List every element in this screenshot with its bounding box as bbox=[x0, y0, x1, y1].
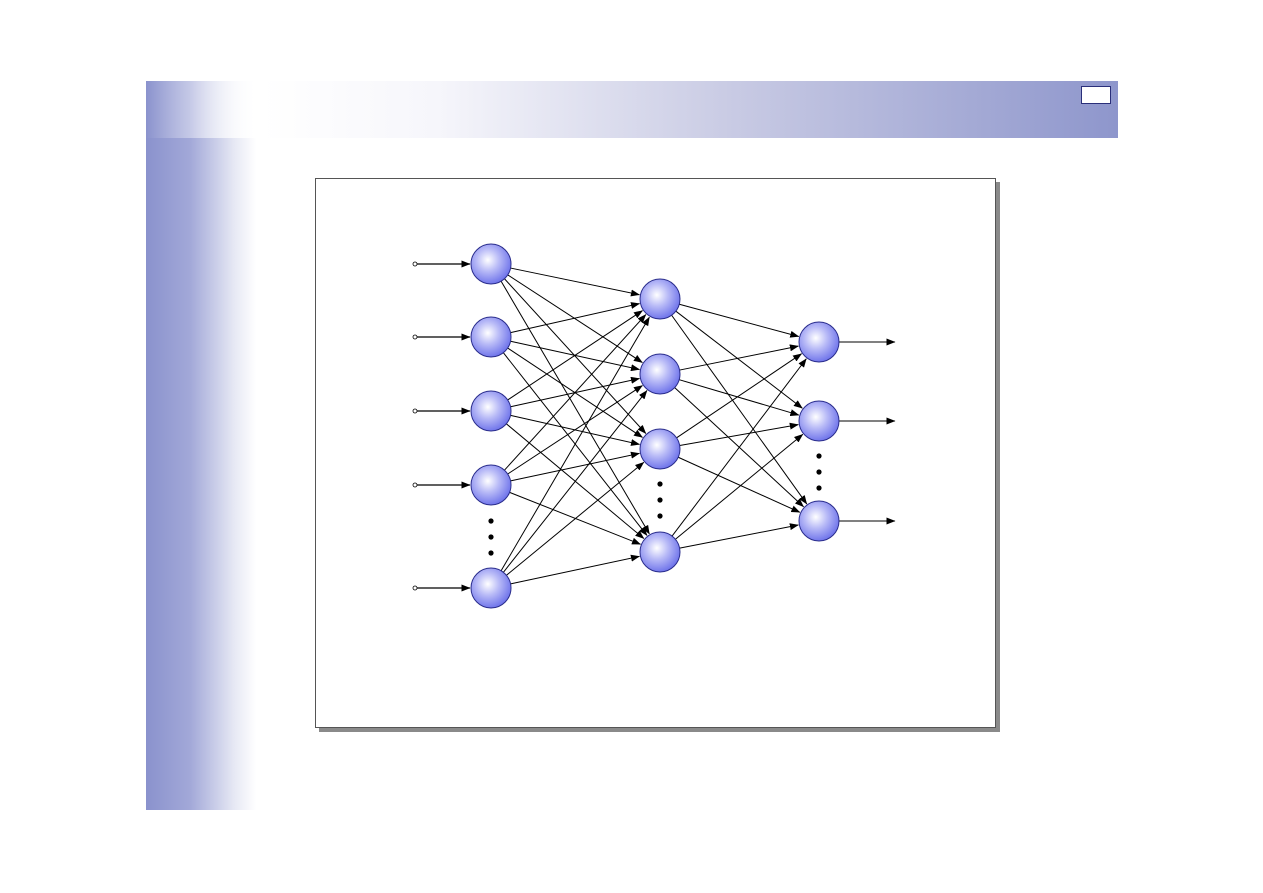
edge-input-hidden-4-3 bbox=[510, 554, 640, 585]
edge-input-hidden-0-1 bbox=[507, 274, 643, 363]
input-neuron-3 bbox=[470, 464, 512, 506]
edge-input-hidden-0-2 bbox=[504, 278, 647, 434]
edge-hidden-output-2-2 bbox=[678, 456, 801, 513]
top-gradient-band bbox=[146, 81, 1118, 138]
edge-input-hidden-3-2 bbox=[510, 451, 640, 482]
input-terminal-0 bbox=[412, 261, 418, 267]
hidden-ellipsis-dot-0 bbox=[657, 481, 663, 487]
hidden-neuron-3 bbox=[639, 531, 681, 573]
edge-input-hidden-4-1 bbox=[503, 390, 648, 573]
hidden-neuron-0 bbox=[639, 278, 681, 320]
edge-input-hidden-3-0 bbox=[504, 314, 647, 471]
hidden-ellipsis-dot-1 bbox=[657, 497, 663, 503]
hidden-neuron-2 bbox=[639, 428, 681, 470]
output-ellipsis-dot-1 bbox=[816, 469, 822, 475]
edge-input-hidden-4-0 bbox=[500, 316, 650, 571]
output-neuron-2 bbox=[798, 500, 840, 542]
neurons bbox=[470, 243, 840, 609]
edge-hidden-output-0-2 bbox=[671, 314, 808, 505]
edge-input-hidden-2-0 bbox=[507, 310, 643, 401]
output-ellipsis-dot-2 bbox=[816, 485, 822, 491]
input-neuron-1 bbox=[470, 316, 512, 358]
edge-input-hidden-3-1 bbox=[507, 385, 643, 475]
edge-hidden-output-3-0 bbox=[671, 358, 807, 537]
input-neuron-2 bbox=[470, 390, 512, 432]
edge-hidden-output-0-1 bbox=[675, 310, 803, 409]
output-ellipsis-dot-0 bbox=[816, 453, 822, 459]
input-terminal-4 bbox=[412, 585, 418, 591]
input-terminal-3 bbox=[412, 482, 418, 488]
output-neuron-1 bbox=[798, 400, 840, 442]
edge-hidden-output-2-0 bbox=[676, 353, 802, 439]
edge-input-hidden-0-3 bbox=[500, 280, 650, 535]
edge-hidden-output-3-2 bbox=[679, 523, 799, 549]
edge-input-hidden-4-2 bbox=[506, 461, 645, 576]
edge-hidden-output-1-1 bbox=[679, 379, 800, 416]
io-lines bbox=[412, 260, 896, 592]
input-terminal-2 bbox=[412, 408, 418, 414]
edge-hidden-output-3-1 bbox=[675, 433, 804, 540]
input-terminal-1 bbox=[412, 334, 418, 340]
hidden-neuron-1 bbox=[639, 353, 681, 395]
edge-hidden-output-2-1 bbox=[679, 422, 799, 447]
input-neuron-4 bbox=[470, 567, 512, 609]
input-ellipsis-dot-0 bbox=[488, 518, 494, 524]
hidden-ellipsis-dot-2 bbox=[657, 513, 663, 519]
input-ellipsis-dot-2 bbox=[488, 550, 494, 556]
edge-input-hidden-1-0 bbox=[510, 302, 640, 334]
edge-input-hidden-0-0 bbox=[510, 267, 640, 297]
ellipsis-dots bbox=[488, 453, 822, 556]
page-number-box bbox=[1081, 86, 1111, 104]
edge-hidden-output-0-0 bbox=[679, 303, 800, 338]
input-ellipsis-dot-1 bbox=[488, 534, 494, 540]
left-gradient-band bbox=[146, 81, 256, 810]
output-neuron-0 bbox=[798, 321, 840, 363]
edge-hidden-output-1-0 bbox=[679, 344, 799, 371]
connection-edges bbox=[500, 267, 808, 585]
input-neuron-0 bbox=[470, 243, 512, 285]
